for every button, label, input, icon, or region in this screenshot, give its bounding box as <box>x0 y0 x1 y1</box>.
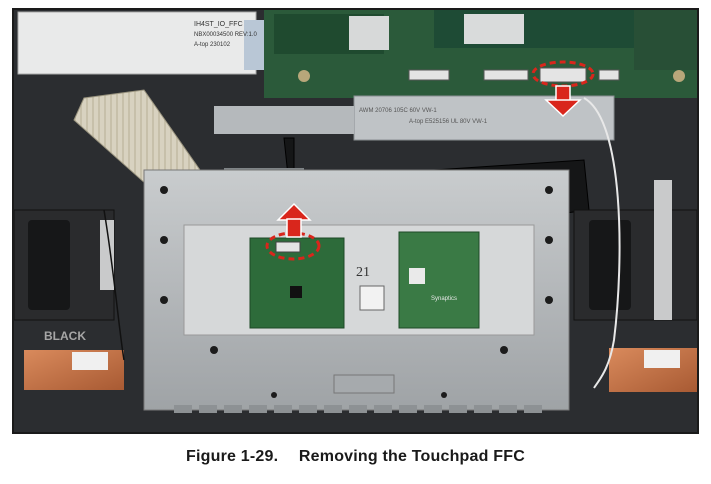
display-ffc-cables: AWM 20706 105C 60V VW-1 A-top E525156 UL… <box>214 95 615 141</box>
io-label-line1: IH4ST_IO_FFC <box>194 21 243 28</box>
antenna-cable <box>583 97 621 389</box>
io-label-line2: NBX00034500 REV:1.0 <box>194 32 257 38</box>
arrow-up-icon <box>276 202 312 238</box>
io-label-line3: A-top 230102 <box>194 42 231 48</box>
figure-title: Removing the Touchpad FFC <box>298 448 525 465</box>
speaker-label: BLACK <box>44 329 86 343</box>
trackpad-brand: Synaptics <box>431 296 457 302</box>
io-ffc-label-card: IH4ST_IO_FFC NBX00034500 REV:1.0 A-top 2… <box>17 11 266 75</box>
touchpad-bracket <box>143 169 570 413</box>
arrow-down-icon <box>544 85 582 118</box>
left-speaker: BLACK <box>14 209 115 343</box>
figure-caption: Figure 1-29. Removing the Touchpad FFC <box>0 442 711 472</box>
cable-print-2: A-top E525156 UL 80V VW-1 <box>409 119 488 125</box>
figure-number: Figure 1-29. <box>186 448 279 465</box>
touchpad-pcb-right: Synaptics <box>398 231 480 329</box>
disassembly-photo: IH4ST_IO_FFC NBX00034500 REV:1.0 A-top 2… <box>12 8 699 434</box>
trackpad-marking: 21 <box>356 265 370 280</box>
qr-label <box>359 285 385 311</box>
cable-print-1: AWM 20706 105C 60V VW-1 <box>359 108 437 114</box>
touchpad-pcb-left <box>249 237 345 329</box>
motherboard <box>264 10 697 98</box>
